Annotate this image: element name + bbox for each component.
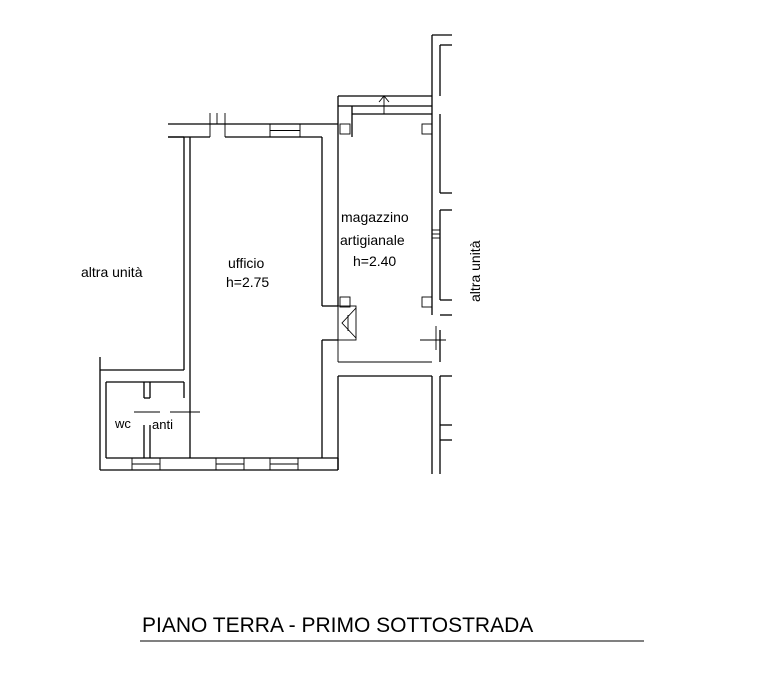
label-altra-unita-left: altra unità [81, 264, 143, 280]
label-ufficio-height: h=2.75 [226, 274, 269, 290]
plan-title: PIANO TERRA - PRIMO SOTTOSTRADA [142, 614, 533, 637]
left-block-walls [99, 113, 339, 471]
label-magazzino-line2: artigianale [340, 232, 405, 248]
label-magazzino-line1: magazzino [341, 209, 409, 225]
label-ufficio: ufficio [228, 255, 265, 271]
label-wc: wc [114, 416, 131, 431]
right-block-walls [337, 34, 452, 474]
label-altra-unita-right: altra unità [467, 240, 483, 302]
label-anti: anti [152, 417, 173, 432]
label-magazzino-height: h=2.40 [353, 253, 396, 269]
